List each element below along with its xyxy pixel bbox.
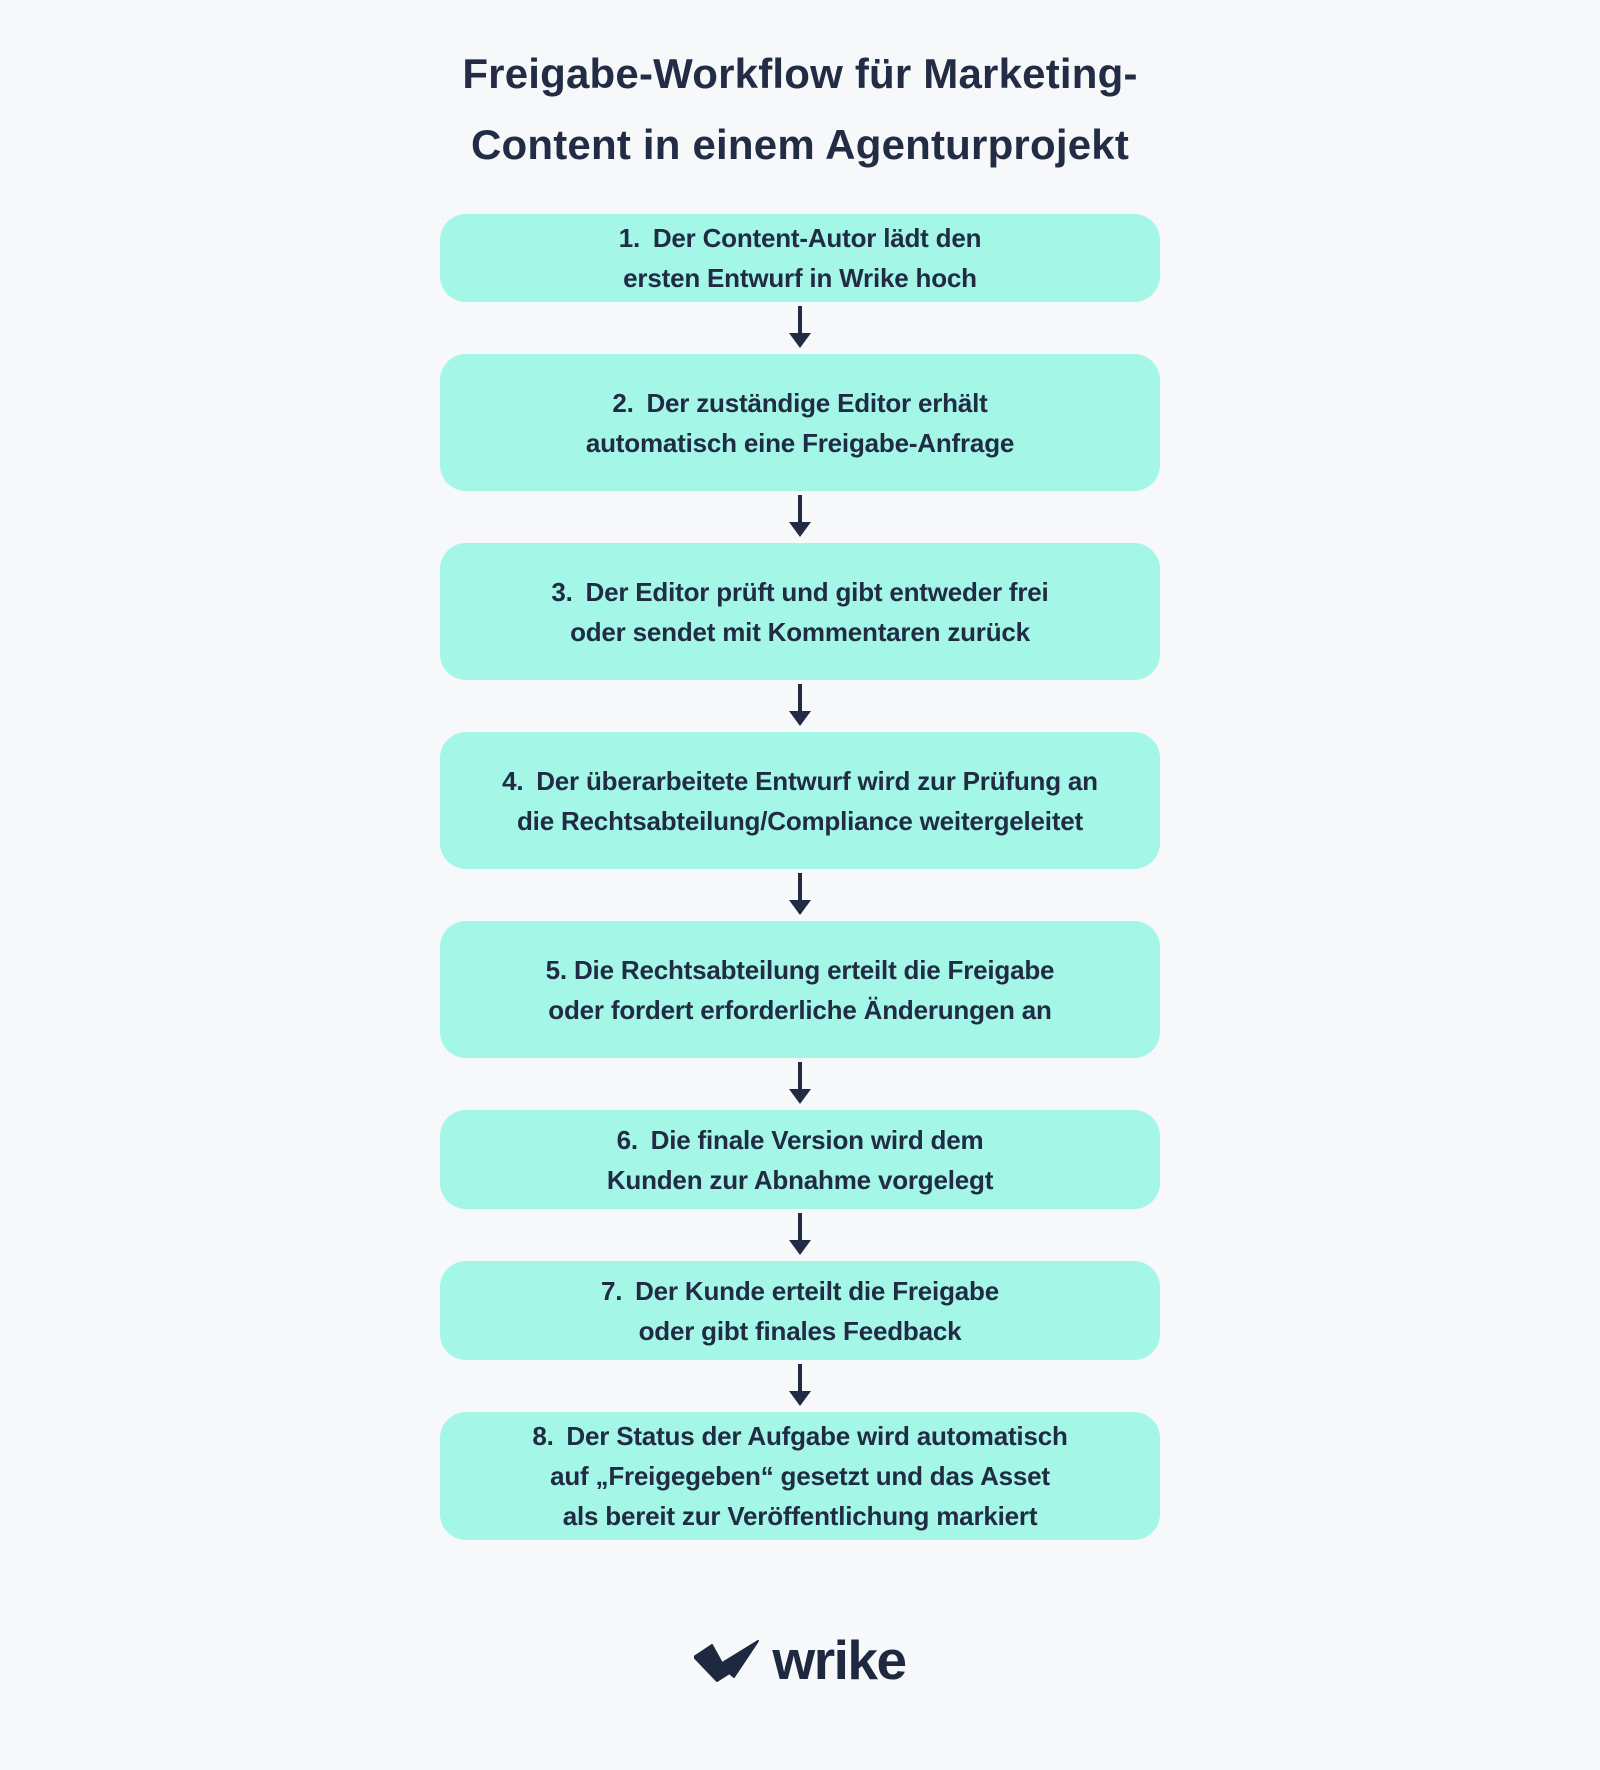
flow-arrow <box>440 869 1160 921</box>
arrow-down-icon <box>789 1089 811 1104</box>
step-7-line-2: oder gibt finales Feedback <box>638 1315 962 1346</box>
flow-arrow <box>440 1058 1160 1110</box>
wrike-logo: wrike <box>0 1629 1600 1691</box>
workflow-step-1: 1. Der Content-Autor lädt den ersten Ent… <box>440 214 1160 302</box>
arrow-shaft <box>798 873 802 901</box>
page-title: Freigabe-Workflow für Marketing- Content… <box>0 0 1600 180</box>
wrike-logo-icon <box>694 1640 760 1682</box>
step-2-line-1: 2. Der zuständige Editor erhält <box>612 387 988 418</box>
arrow-shaft <box>798 684 802 712</box>
step-3-line-2: oder sendet mit Kommentaren zurück <box>570 616 1030 647</box>
workflow-flowchart: 1. Der Content-Autor lädt den ersten Ent… <box>440 214 1160 1540</box>
page-title-line-2: Content in einem Agenturprojekt <box>471 121 1129 168</box>
step-8-line-1: 8. Der Status der Aufgabe wird automatis… <box>532 1421 1068 1451</box>
arrow-shaft <box>798 1364 802 1392</box>
step-5-line-1: 5. Die Rechtsabteilung erteilt die Freig… <box>545 954 1055 985</box>
flow-arrow <box>440 1209 1160 1261</box>
arrow-shaft <box>798 1062 802 1090</box>
page-title-line-1: Freigabe-Workflow für Marketing- <box>462 50 1138 97</box>
workflow-step-2: 2. Der zuständige Editor erhält automati… <box>440 354 1160 491</box>
flow-arrow <box>440 1360 1160 1412</box>
arrow-down-icon <box>789 333 811 348</box>
step-6-line-2: Kunden zur Abnahme vorgelegt <box>606 1164 994 1195</box>
workflow-step-3: 3. Der Editor prüft und gibt entweder fr… <box>440 543 1160 680</box>
arrow-down-icon <box>789 1391 811 1406</box>
workflow-step-6: 6. Die finale Version wird dem Kunden zu… <box>440 1110 1160 1209</box>
workflow-step-8: 8. Der Status der Aufgabe wird automatis… <box>440 1412 1160 1540</box>
flow-arrow <box>440 680 1160 732</box>
arrow-down-icon <box>789 711 811 726</box>
workflow-step-4: 4. Der überarbeitete Entwurf wird zur Pr… <box>440 732 1160 869</box>
arrow-down-icon <box>789 900 811 915</box>
step-4-line-1: 4. Der überarbeitete Entwurf wird zur Pr… <box>502 765 1098 796</box>
step-8-line-2: auf „Freigegeben“ gesetzt und das Asset <box>550 1461 1050 1491</box>
arrow-shaft <box>798 1213 802 1241</box>
arrow-shaft <box>798 495 802 523</box>
arrow-shaft <box>798 306 802 334</box>
step-8-line-3: als bereit zur Veröffentlichung markiert <box>562 1501 1038 1531</box>
workflow-step-5: 5. Die Rechtsabteilung erteilt die Freig… <box>440 921 1160 1058</box>
step-7-line-1: 7. Der Kunde erteilt die Freigabe <box>601 1275 999 1306</box>
step-4-line-2: die Rechtsabteilung/Compliance weitergel… <box>516 805 1084 836</box>
step-1-line-1: 1. Der Content-Autor lädt den <box>618 223 982 253</box>
wrike-logo-text: wrike <box>772 1629 907 1691</box>
arrow-down-icon <box>789 1240 811 1255</box>
workflow-step-7: 7. Der Kunde erteilt die Freigabe oder g… <box>440 1261 1160 1360</box>
arrow-down-icon <box>789 522 811 537</box>
step-3-line-1: 3. Der Editor prüft und gibt entweder fr… <box>551 576 1049 607</box>
step-1-line-2: ersten Entwurf in Wrike hoch <box>623 263 977 293</box>
step-2-line-2: automatisch eine Freigabe-Anfrage <box>585 427 1015 458</box>
flow-arrow <box>440 302 1160 354</box>
flow-arrow <box>440 491 1160 543</box>
step-5-line-2: oder fordert erforderliche Änderungen an <box>548 994 1052 1025</box>
step-6-line-1: 6. Die finale Version wird dem <box>616 1124 984 1155</box>
